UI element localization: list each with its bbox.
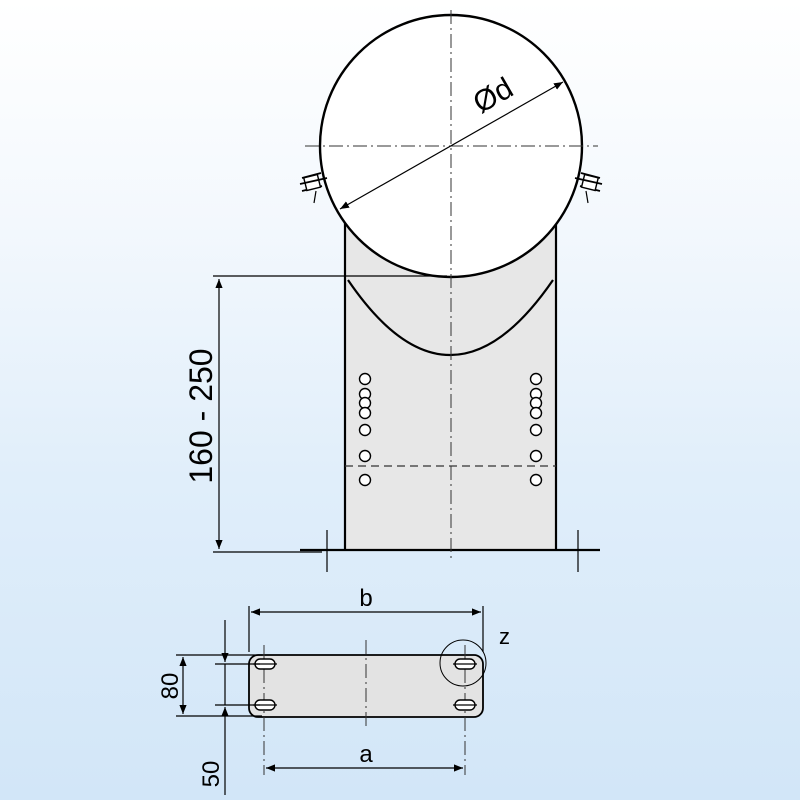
detail-z-label: z [499, 624, 510, 649]
a-label: a [359, 741, 373, 768]
detail-z-circle [439, 639, 487, 687]
saddle-curve [347, 279, 554, 357]
base-plate-view: z b a 80 50 [157, 585, 510, 795]
height-range-label: 160 - 250 [183, 348, 219, 483]
clamp-ear-left [299, 172, 328, 204]
support-tube [345, 222, 556, 550]
diameter-dimension-line [339, 81, 564, 210]
plate-offset-label: 50 [198, 761, 225, 788]
slot-holes [253, 658, 477, 711]
adjustment-holes-right [529, 372, 543, 487]
clamp-ear-right [574, 172, 603, 204]
b-label: b [359, 585, 372, 612]
front-view: Ød 160 - 250 [183, 10, 603, 572]
adjustment-holes-left [358, 372, 372, 487]
plate-height-label: 80 [157, 673, 184, 700]
